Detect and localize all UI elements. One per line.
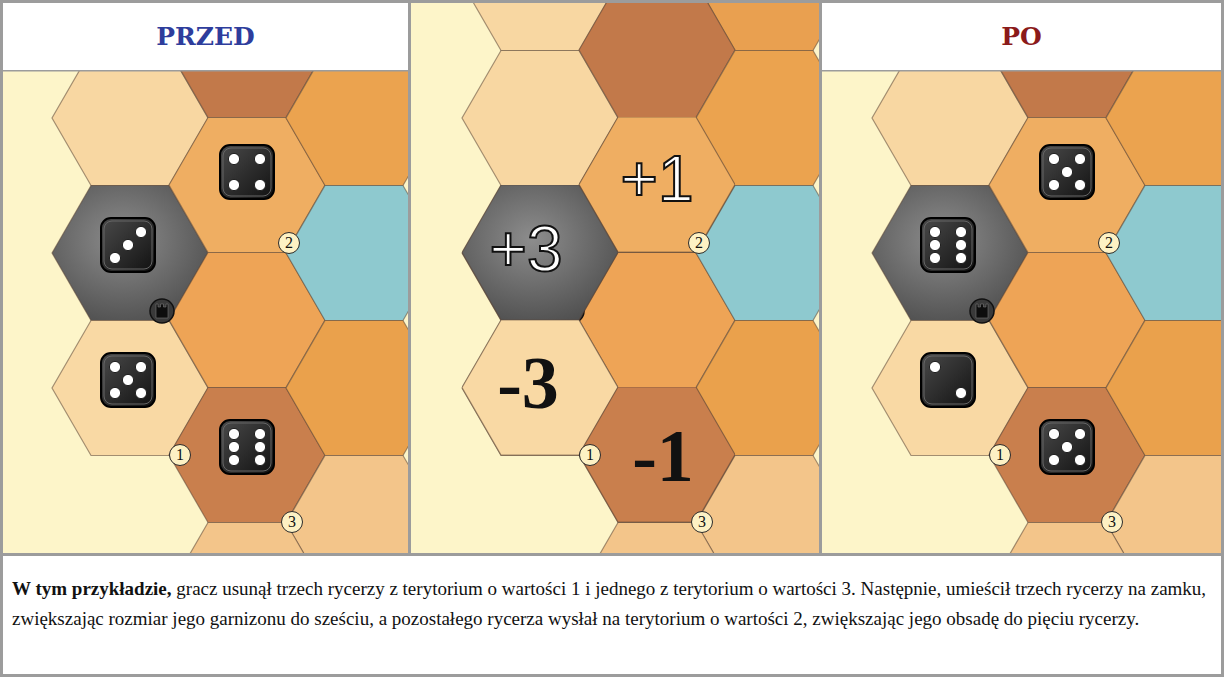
- callout-number: 2: [1098, 232, 1120, 254]
- territory-hex: -1: [579, 387, 735, 522]
- castle-icon: [970, 299, 994, 323]
- die: [101, 353, 155, 407]
- die: [101, 218, 155, 272]
- territory-hex: [1106, 456, 1221, 554]
- castle-icon: [150, 299, 174, 323]
- caption: W tym przykładzie, gracz usunął trzech r…: [12, 574, 1210, 635]
- callout-number: 1: [579, 444, 601, 466]
- die: [921, 353, 975, 407]
- value-text: +3: [490, 212, 563, 286]
- value-text: -3: [497, 341, 559, 426]
- callout-number: 2: [688, 232, 710, 254]
- hex-map: [872, 71, 1221, 553]
- hex-map: [462, 3, 819, 553]
- die: [921, 218, 975, 272]
- territory-hex: [1106, 186, 1221, 321]
- callout-number: 1: [169, 444, 191, 466]
- heading-text: PRZED: [156, 22, 255, 51]
- die: [1040, 420, 1094, 474]
- callout-number: 2: [278, 232, 300, 254]
- territory-hex: [286, 71, 408, 186]
- callout-number: 3: [281, 511, 303, 533]
- panel-heading: PRZED: [3, 3, 408, 70]
- hex-map: [52, 71, 408, 553]
- territory-hex: [1106, 71, 1221, 186]
- territory-hex: [1106, 321, 1221, 456]
- heading-text: PO: [1001, 22, 1042, 51]
- territory-hex: [286, 321, 408, 456]
- value-text: -1: [632, 414, 694, 499]
- castle-hex: +3: [462, 185, 618, 320]
- die: [1040, 145, 1094, 199]
- value-text: +1: [621, 142, 694, 216]
- callout-number: 3: [691, 511, 713, 533]
- territory-hex: [286, 456, 408, 554]
- die: [220, 420, 274, 474]
- territory-hex: [286, 186, 408, 321]
- callout-number: 3: [1101, 511, 1123, 533]
- panel-heading: PO: [822, 3, 1221, 70]
- die: [220, 145, 274, 199]
- callout-number: 1: [989, 444, 1011, 466]
